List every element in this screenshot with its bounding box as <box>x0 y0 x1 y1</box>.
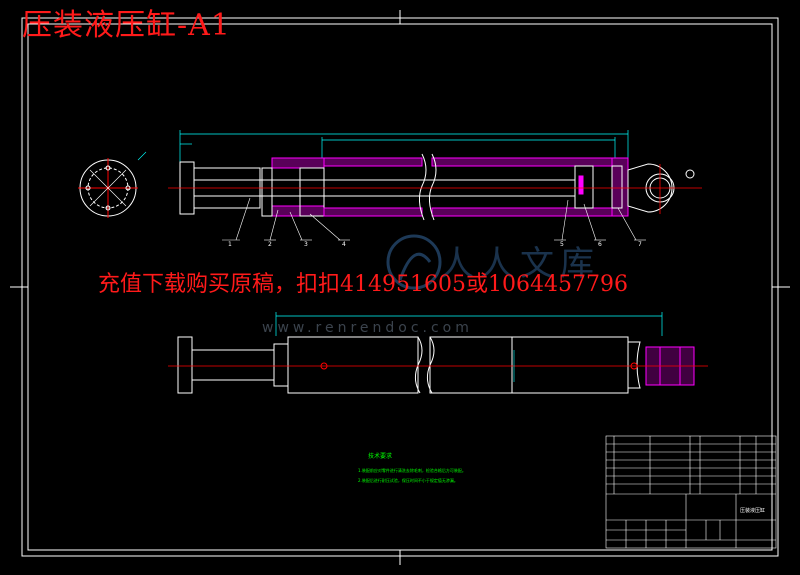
balloon-labels: 1 2 3 4 5 6 7 <box>228 241 642 248</box>
balloon-number: 1 <box>228 241 232 248</box>
top-dimensions <box>179 130 629 162</box>
title-block <box>605 435 777 549</box>
cylinder-outer-view <box>168 312 708 394</box>
watermark-logo <box>386 234 442 290</box>
cylinder-section-view <box>168 130 702 241</box>
balloon-number: 4 <box>342 241 346 248</box>
drawing-frame <box>10 10 790 565</box>
balloon-number: 7 <box>638 241 642 248</box>
balloon-number: 2 <box>268 241 272 248</box>
promo-banner: 充值下载购买原稿，扣扣414951605或1064457796 <box>98 272 628 297</box>
drawing-name: 压装液压缸 <box>740 507 765 514</box>
tech-requirements-line: 1.装配前应对零件进行清洗去除毛刺，检验合格后方可装配。 <box>358 467 466 473</box>
balloon-number: 3 <box>304 241 308 248</box>
balloon-number: 5 <box>560 241 564 248</box>
tech-requirements-line: 2.装配后进行耐压试验，保压时间不小于规定值无渗漏。 <box>358 477 458 483</box>
balloon-leaders <box>222 197 646 241</box>
tech-requirements: 技术要求 1.装配前应对零件进行清洗去除毛刺，检验合格后方可装配。 2.装配后进… <box>358 452 466 483</box>
page-title-overlay: 压装液压缸-A1 <box>22 8 231 43</box>
flange-end-view <box>78 151 147 218</box>
watermark-brand: 人人文库 <box>440 244 600 284</box>
watermark-url: www.renrendoc.com <box>262 320 473 336</box>
balloon-number: 6 <box>598 241 602 248</box>
tech-requirements-heading: 技术要求 <box>368 452 392 460</box>
